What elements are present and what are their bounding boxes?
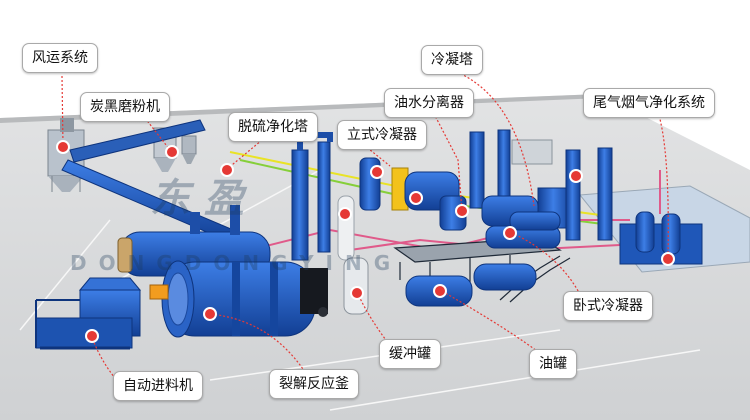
marker-conveyor bbox=[220, 163, 234, 177]
label-carbon-black-grinder: 炭黑磨粉机 bbox=[80, 92, 170, 122]
watermark: 东盈 DONGDONGYING bbox=[70, 176, 402, 275]
main-reactor bbox=[149, 260, 328, 338]
label-oil-tank: 油罐 bbox=[529, 349, 577, 379]
label-buffer-tank: 缓冲罐 bbox=[379, 339, 441, 369]
svg-text:DONGDONGYING: DONGDONGYING bbox=[70, 251, 402, 275]
marker-separator bbox=[409, 191, 423, 205]
marker-wind-transport bbox=[56, 140, 70, 154]
marker-vertical-condenser bbox=[370, 165, 384, 179]
buffer-tank-shape bbox=[343, 257, 369, 315]
label-condensing-tower: 冷凝塔 bbox=[421, 45, 483, 75]
floor-slab bbox=[0, 94, 750, 420]
label-vertical-condenser: 立式冷凝器 bbox=[337, 120, 427, 150]
label-desulfurization-tower: 脱硫净化塔 bbox=[228, 112, 318, 142]
marker-buffer bbox=[350, 286, 364, 300]
label-pyrolysis-reactor: 裂解反应釜 bbox=[269, 369, 359, 399]
label-oil-water-separator: 油水分离器 bbox=[384, 88, 474, 118]
marker-desulfurization bbox=[338, 207, 352, 221]
marker-tail-tower bbox=[569, 169, 583, 183]
marker-reactor bbox=[203, 307, 217, 321]
auto-feeder bbox=[35, 277, 142, 350]
marker-condensing-tower bbox=[503, 226, 517, 240]
label-auto-feeder: 自动进料机 bbox=[113, 371, 203, 401]
marker-grinder bbox=[165, 145, 179, 159]
marker-feeder bbox=[85, 329, 99, 343]
tail-gas-purification-system bbox=[565, 147, 703, 265]
svg-text:东盈: 东盈 bbox=[150, 176, 258, 222]
marker-oil-tank bbox=[433, 284, 447, 298]
marker-separator-b bbox=[455, 204, 469, 218]
label-wind-transport-system: 风运系统 bbox=[22, 43, 98, 73]
label-tail-gas-purification: 尾气烟气净化系统 bbox=[583, 88, 715, 118]
marker-tail-unit bbox=[661, 252, 675, 266]
label-horizontal-condenser: 卧式冷凝器 bbox=[563, 291, 653, 321]
screw-conveyor bbox=[69, 119, 206, 163]
markers bbox=[56, 140, 675, 343]
